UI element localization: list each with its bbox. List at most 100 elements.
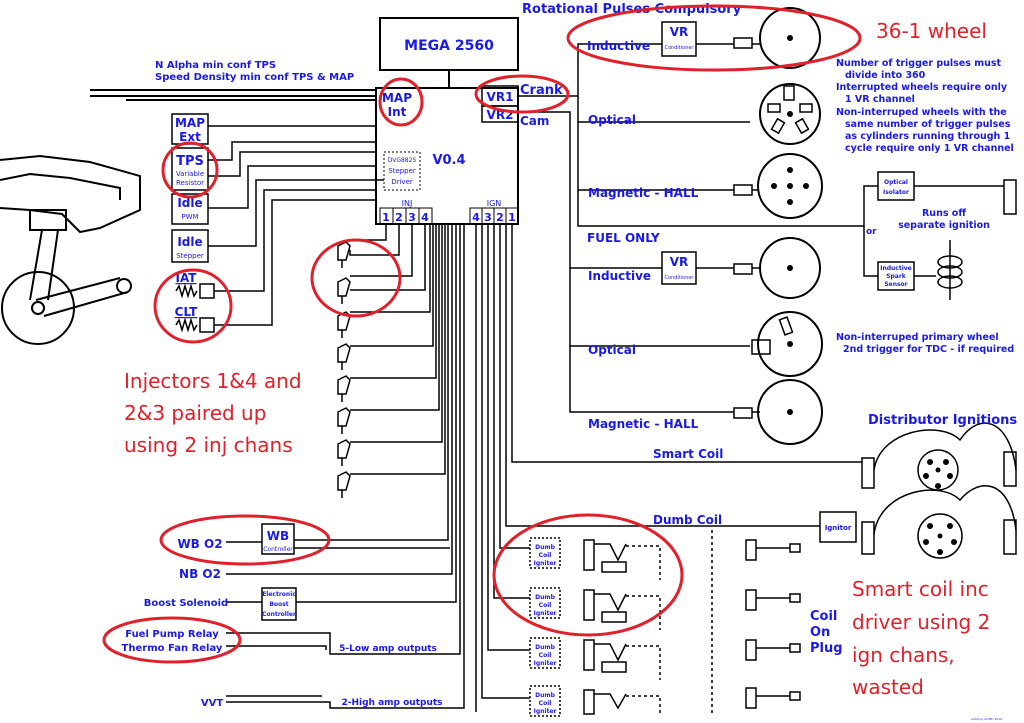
igniter-units [529,530,801,717]
cop-l3: Plug [810,641,843,656]
tps-sub-l1: Variable [176,170,204,178]
fan-relay-label: Thermo Fan Relay [122,643,223,654]
smart-coil-label: Smart Coil [653,447,723,461]
map-ext-l2: Ext [179,130,201,144]
hall-2-label: Magnetic - HALL [588,417,699,431]
opt-iso-l2: Isolator [883,189,909,196]
annotation-injectors-l3: using 2 inj chans [124,433,293,457]
ignition-wiring [475,224,1017,712]
fuel-pump-label: Fuel Pump Relay [125,629,219,640]
ind-sensor-l2: Spark [886,273,907,280]
trig-note-4: 1 VR channel [845,94,915,105]
injectors [337,224,446,498]
inductive-1-label: Inductive [587,39,650,53]
annotation-smart-l2: driver using 2 [852,610,990,634]
note-n-alpha: N Alpha min conf TPS [155,60,276,71]
igniter-1-l2: Coil [539,552,552,559]
non-int-l2: 2nd trigger for TDC - if required [843,344,1014,355]
map-int-l2: Int [388,105,407,119]
vr-2-sub: Conditioner [665,275,695,281]
tps-sub-l2: Resistor [176,179,204,187]
inj-pin-4: 4 [421,211,429,224]
annotation-injectors-l2: 2&3 paired up [124,401,266,425]
igniter-4-l3: Igniter [534,708,557,715]
trig-note-1: Number of trigger pulses must [836,58,1002,69]
ign-label: IGN [487,199,502,208]
ign-pin-3: 3 [484,211,492,224]
crank-label: Crank [520,83,563,98]
driver-l1: DVG8825 [388,157,417,164]
runs-off-l2: separate ignition [898,220,990,231]
ignitor-label: Ignitor [825,524,852,532]
cop-l1: Coil [810,609,837,624]
ign-pin-1: 1 [508,211,516,224]
igniter-4-l1: Dumb [535,692,556,699]
igniter-3-l3: Igniter [534,660,557,667]
clt-label: CLT [175,305,198,319]
inductive-2-label: Inductive [588,269,651,283]
inj-pin-2: 2 [395,211,403,224]
note-speed-density: Speed Density min conf TPS & MAP [155,72,354,83]
idle-stepper-sub: Stepper [176,252,204,260]
idle-pwm-label: Idle [177,196,202,210]
injector-icons [337,241,351,498]
boost-box-l1: Electronic [262,591,296,598]
tps-label: TPS [176,154,204,169]
sensor-boxes [171,113,384,333]
outputs-wiring [226,224,465,709]
annotation-smart-l4: wasted [852,675,924,699]
inj-pin-3: 3 [408,211,416,224]
vr-2-label: VR [670,255,689,269]
non-int-l1: Non-interruped primary wheel [836,332,999,343]
ign-pin-2: 2 [496,211,504,224]
red-highlight-circles [102,4,862,664]
igniter-1-l1: Dumb [535,544,556,551]
wb-box-label: WB [267,529,289,543]
trig-note-6: same number of trigger pulses [845,119,1011,130]
wb-box-sub: Controller [263,546,293,553]
low-amp-label: 5-Low amp outputs [339,644,437,654]
igniter-2-l3: Igniter [534,610,557,617]
igniter-3-l1: Dumb [535,644,556,651]
trig-note-2: divide into 360 [845,70,926,81]
annotation-wheel: 36-1 wheel [876,19,987,43]
trig-note-7: as cylinders running through 1 [845,131,1010,142]
credit: Anthony Griffin 2019 [971,717,1002,721]
annotation-smart-l1: Smart coil inc [852,577,989,601]
distributor-label: Distributor Ignitions [868,413,1017,428]
igniter-2-l2: Coil [539,602,552,609]
ign-pin-4: 4 [472,211,480,224]
ind-sensor-l3: Sensor [884,281,907,288]
vr-1-sub: Conditioner [665,45,695,51]
igniter-2-l1: Dumb [535,594,556,601]
driver-l3: Driver [391,178,413,186]
trig-note-3: Interrupted wheels require only [836,82,1008,93]
cop-l2: On [810,625,830,640]
vvt-label: VVT [201,698,223,709]
map-int-l1: MAP [382,91,412,105]
ind-sensor-l1: Inductive [880,265,912,272]
annotation-injectors-l1: Injectors 1&4 and [124,369,302,393]
driver-l2: Stepper [388,167,416,175]
boost-label: Boost Solenoid [144,598,228,609]
mega-title: MEGA 2560 [404,38,494,54]
igniter-1-l3: Igniter [534,560,557,567]
cam-label: Cam [520,114,549,128]
or-label: or [866,227,877,237]
dumb-coil-label: Dumb Coil [653,513,722,527]
runs-off-l1: Runs off [922,208,966,219]
wb-o2-label: WB O2 [177,537,222,551]
boost-box-l3: Controller [262,611,296,618]
fuel-only-label: FUEL ONLY [587,231,660,245]
distributor-posts [923,459,957,555]
hall-1-label: Magnetic - HALL [588,186,699,200]
igniter-4-l2: Coil [539,700,552,707]
wheel-center-dots [771,35,809,415]
high-amp-label: 2-High amp outputs [341,698,442,708]
trigger-header: Rotational Pulses Compulsory [522,2,742,17]
ecu-version: V0.4 [432,153,465,168]
trigger-wiring [518,7,1017,445]
boost-box-l2: Boost [269,601,288,608]
vr1-label: VR1 [487,90,514,104]
